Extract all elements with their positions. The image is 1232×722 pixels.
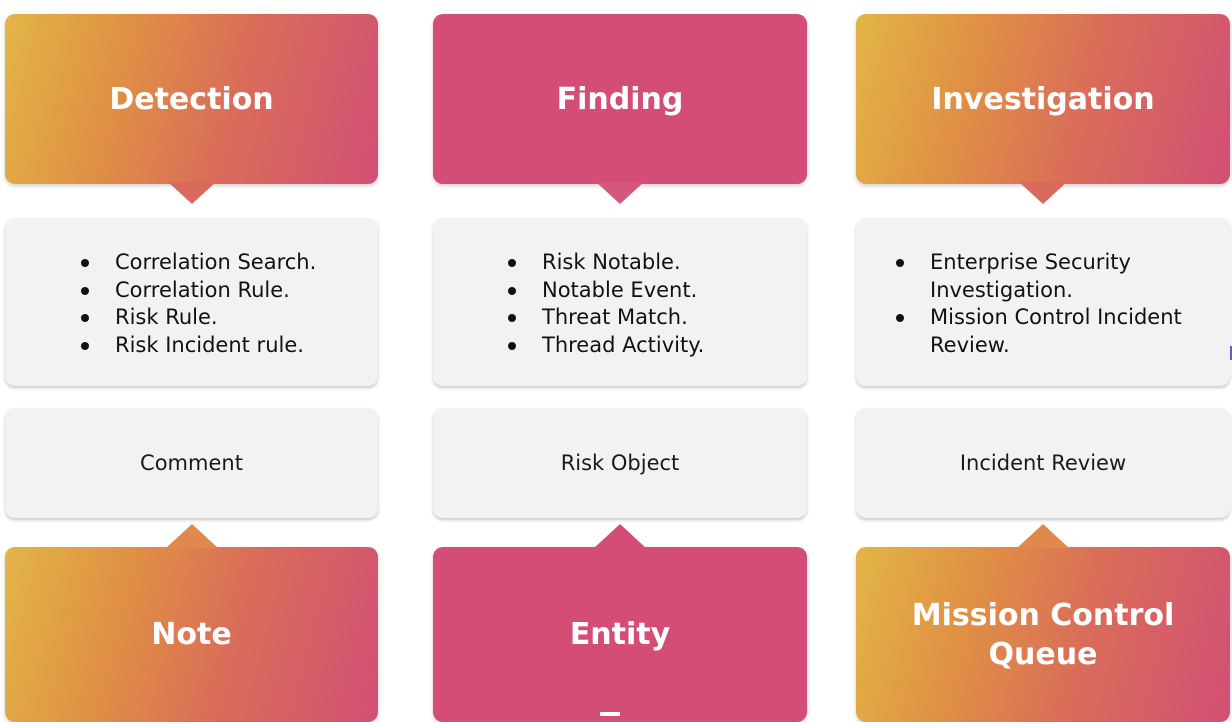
entity-footer-box: Entity — [433, 547, 807, 722]
finding-header-box: Finding — [433, 14, 807, 184]
comment-label-panel: Comment — [5, 408, 378, 518]
detection-items-panel: Correlation Search. Correlation Rule. Ri… — [5, 218, 378, 386]
list-item: Risk Incident rule. — [79, 332, 316, 360]
investigation-items-panel: Enterprise Security Investigation. Missi… — [856, 218, 1230, 386]
mission-control-queue-footer-box: Mission Control Queue — [856, 547, 1230, 722]
investigation-column: Investigation Enterprise Security Invest… — [856, 0, 1230, 722]
edge-marker — [1228, 346, 1232, 360]
finding-items-list: Risk Notable. Notable Event. Threat Matc… — [506, 249, 704, 359]
finding-items-panel: Risk Notable. Notable Event. Threat Matc… — [433, 218, 807, 386]
finding-column: Finding Risk Notable. Notable Event. Thr… — [433, 0, 807, 722]
up-arrow-icon — [165, 524, 218, 548]
down-arrow-icon — [167, 182, 216, 204]
detection-column: Detection Correlation Search. Correlatio… — [5, 0, 378, 722]
note-footer-box: Note — [5, 547, 378, 722]
detection-items-list: Correlation Search. Correlation Rule. Ri… — [79, 249, 316, 359]
incident-review-label: Incident Review — [959, 451, 1127, 475]
list-item: Notable Event. — [506, 277, 704, 305]
finding-header-label: Finding — [556, 81, 684, 117]
list-item: Thread Activity. — [506, 332, 704, 360]
incident-review-label-panel: Incident Review — [856, 408, 1230, 518]
detection-header-box: Detection — [5, 14, 378, 184]
down-arrow-icon — [1019, 182, 1067, 204]
list-item: Risk Notable. — [506, 249, 704, 277]
note-footer-label: Note — [151, 617, 232, 652]
list-item: Risk Rule. — [79, 304, 316, 332]
down-arrow-icon — [596, 182, 644, 204]
detection-header-label: Detection — [109, 81, 274, 117]
investigation-header-label: Investigation — [931, 81, 1155, 117]
comment-label: Comment — [140, 451, 243, 475]
mission-control-queue-footer-label: Mission Control Queue — [911, 597, 1175, 672]
investigation-items-list: Enterprise Security Investigation. Missi… — [894, 249, 1204, 359]
list-item: Enterprise Security Investigation. — [894, 249, 1204, 304]
bottom-marker — [600, 712, 620, 716]
entity-footer-label: Entity — [569, 617, 671, 652]
list-item: Threat Match. — [506, 304, 704, 332]
list-item: Correlation Search. — [79, 249, 316, 277]
investigation-header-box: Investigation — [856, 14, 1230, 184]
risk-object-label: Risk Object — [560, 451, 680, 475]
up-arrow-icon — [1017, 524, 1069, 548]
up-arrow-icon — [594, 524, 646, 548]
list-item: Mission Control Incident Review. — [894, 304, 1204, 359]
risk-object-label-panel: Risk Object — [433, 408, 807, 518]
list-item: Correlation Rule. — [79, 277, 316, 305]
